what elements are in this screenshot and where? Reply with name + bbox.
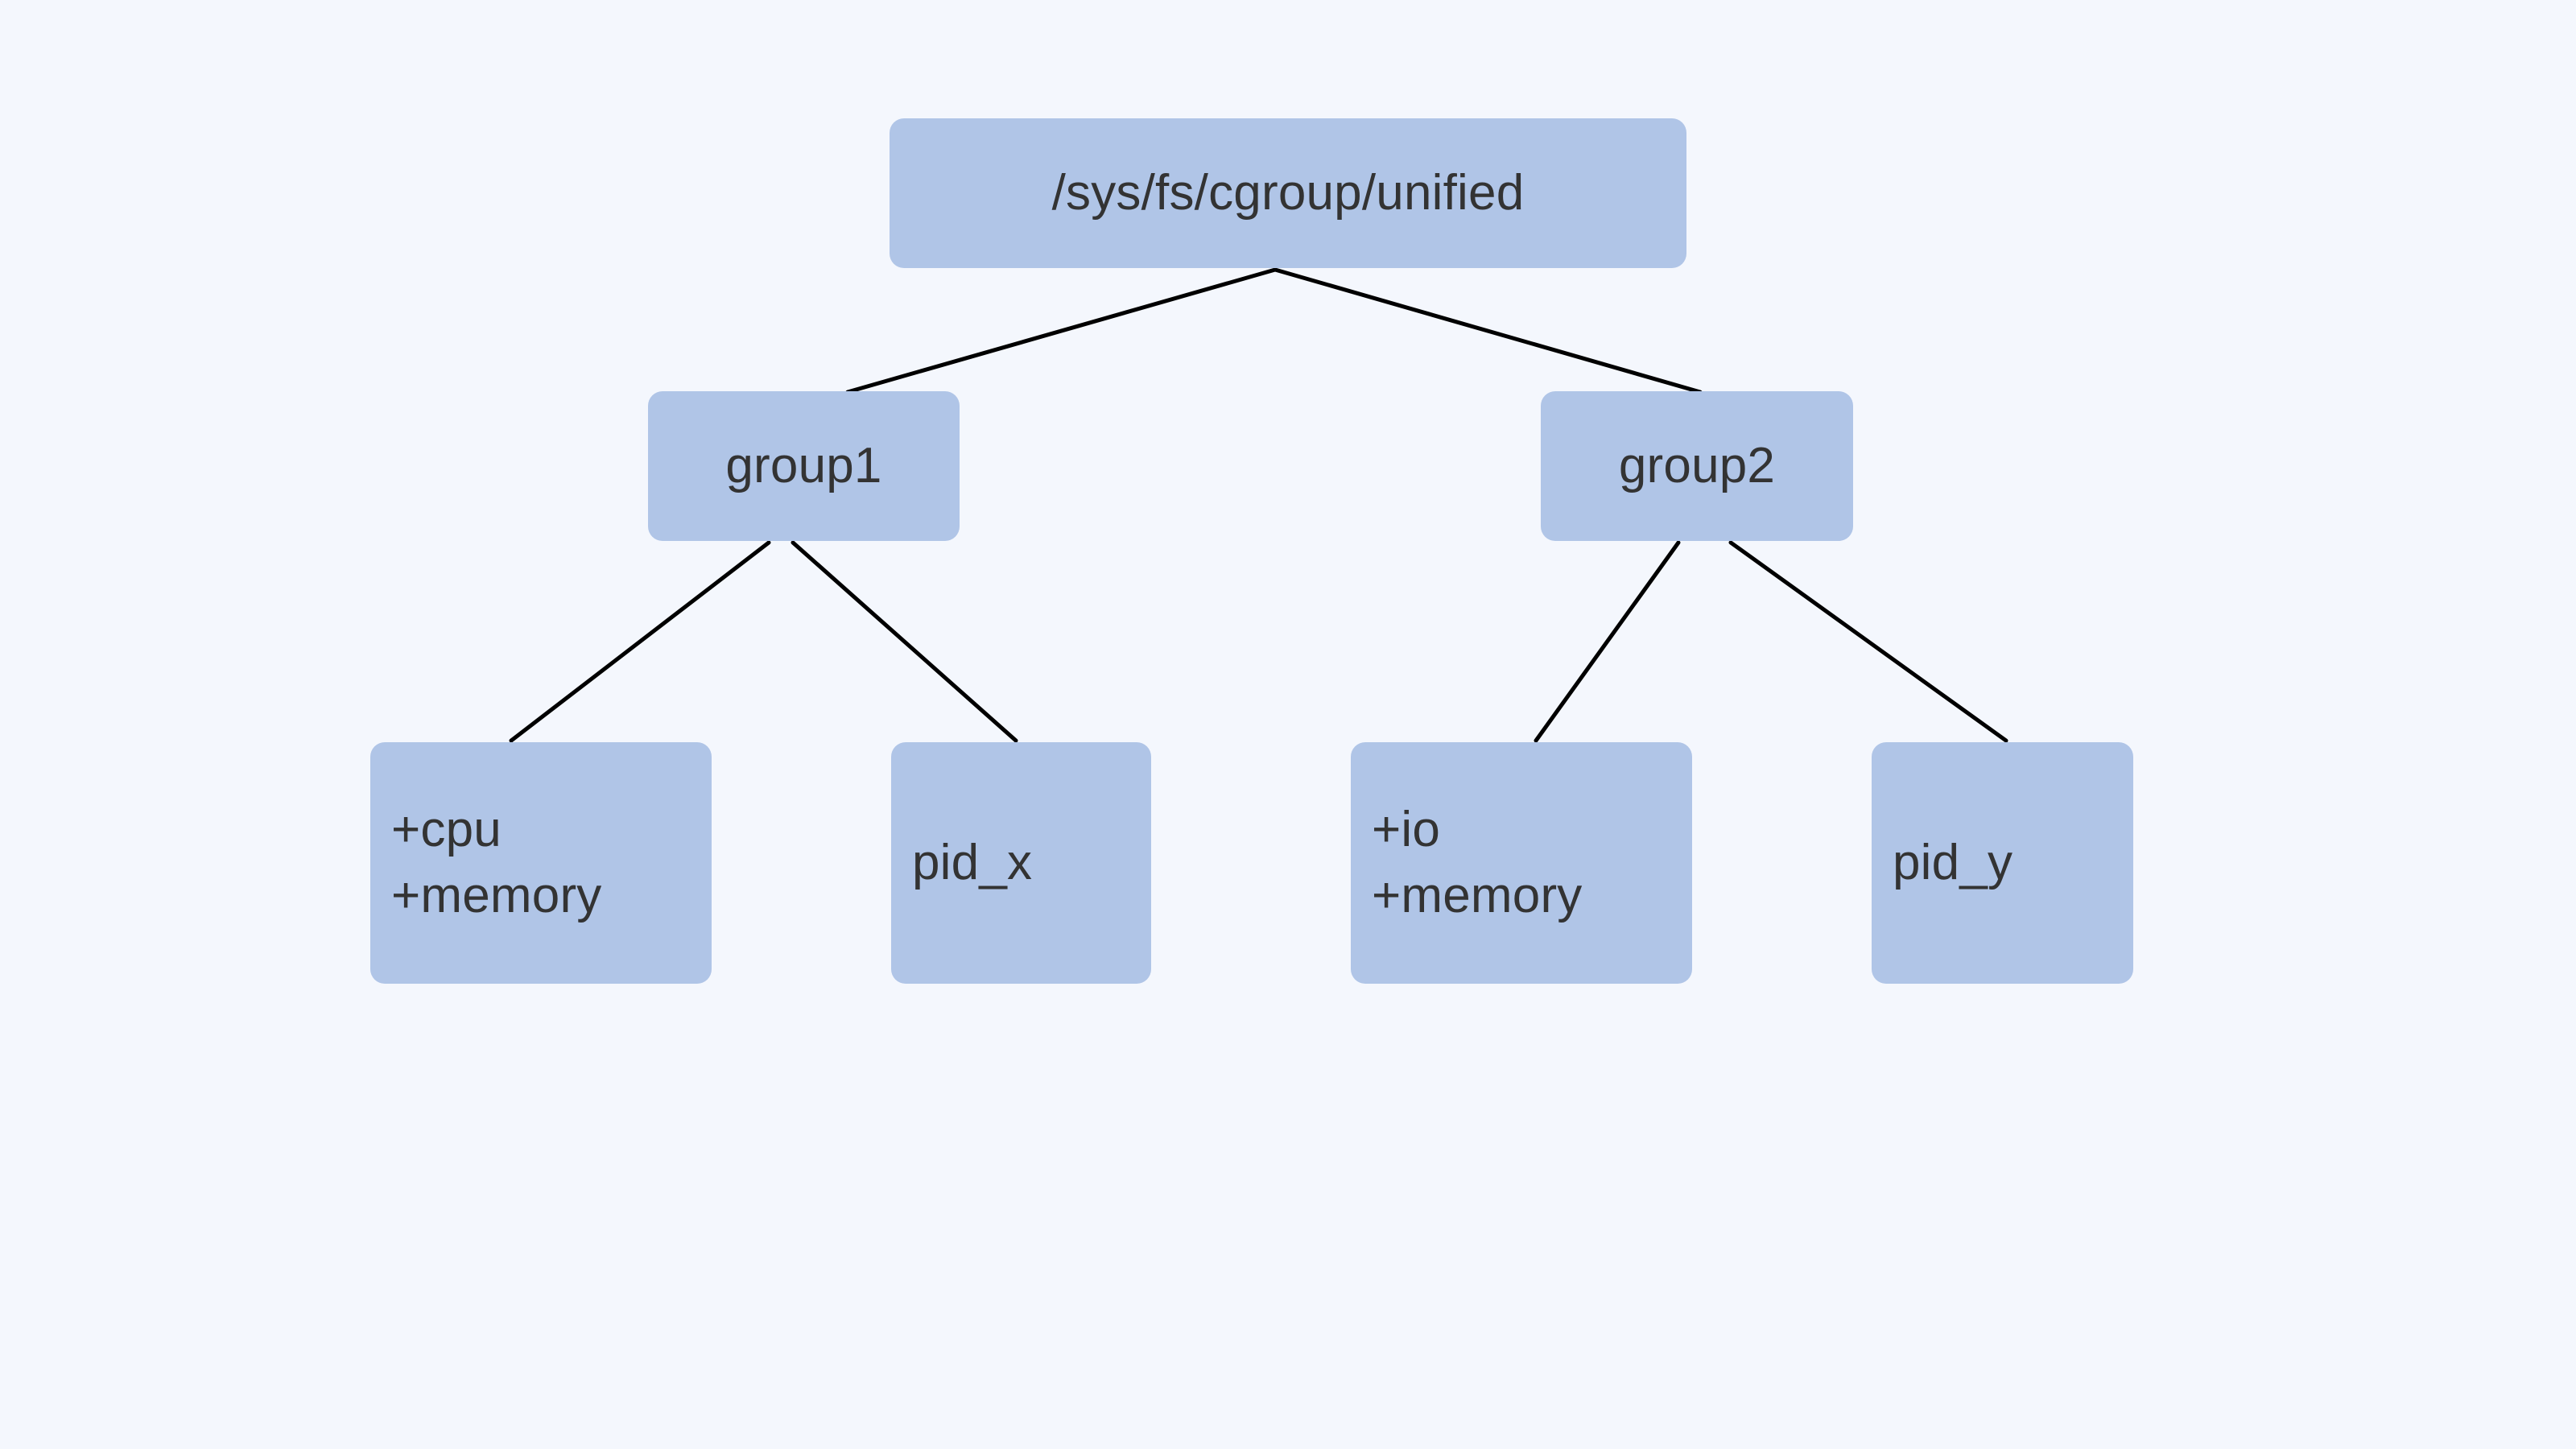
edge-group2-iomem [1534,540,1681,743]
node-group1[interactable]: group1 [648,391,960,541]
edge-group1-cpumem [509,540,771,743]
node-pid-y-line-1: pid_y [1893,835,2013,891]
node-pid-x[interactable]: pid_x [891,742,1151,984]
node-group2-line-1: group2 [1618,438,1776,494]
node-io-memory[interactable]: +io +memory [1351,742,1692,984]
node-cpu-memory-line-1: +cpu [391,802,502,858]
node-root[interactable]: /sys/fs/cgroup/unified [890,118,1686,268]
node-cpu-memory-line-2: +memory [391,868,602,923]
node-io-memory-line-1: +io [1372,802,1441,858]
edge-group2-pidy [1728,540,2008,743]
node-pid-y[interactable]: pid_y [1872,742,2133,984]
edge-root-group2 [1273,267,1703,394]
node-group1-line-1: group1 [725,438,882,494]
node-cpu-memory[interactable]: +cpu +memory [370,742,712,984]
node-group2[interactable]: group2 [1541,391,1853,541]
edge-root-group1 [845,267,1278,394]
node-pid-x-line-1: pid_x [912,835,1033,891]
node-io-memory-line-2: +memory [1372,868,1583,923]
node-root-line-1: /sys/fs/cgroup/unified [1051,165,1525,221]
edge-group1-pidx [791,540,1018,743]
